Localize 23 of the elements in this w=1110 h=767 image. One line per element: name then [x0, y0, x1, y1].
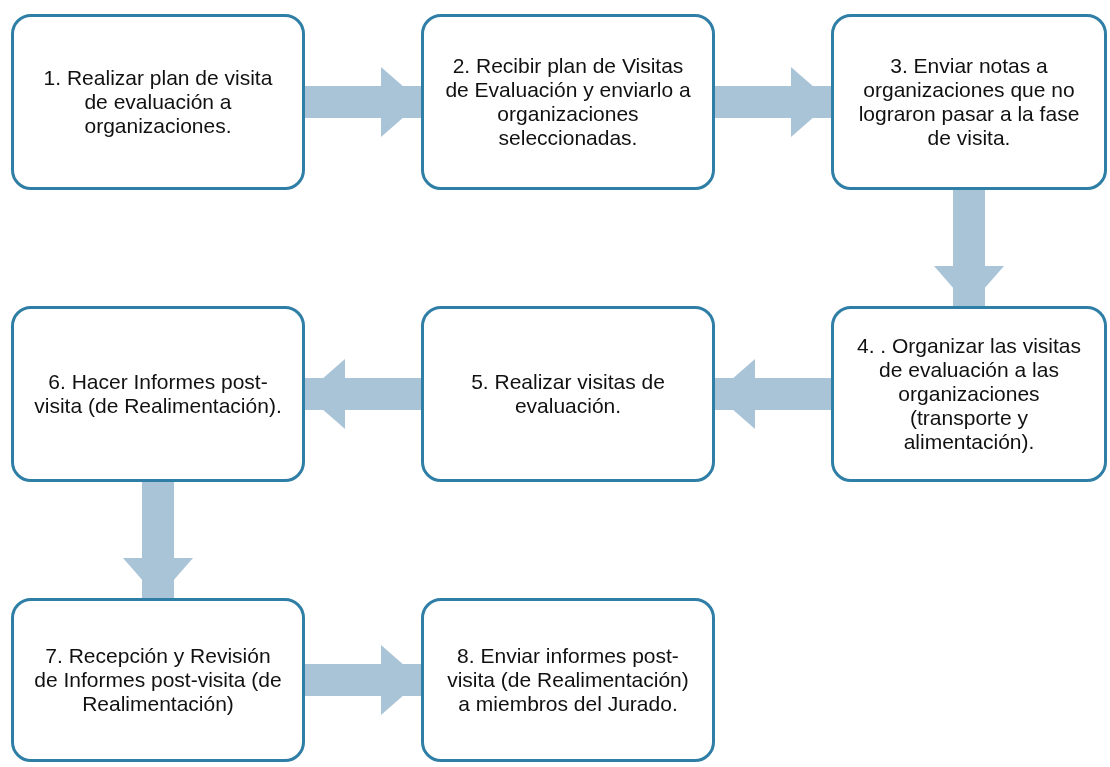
process-box: [831, 306, 1107, 482]
process-box: [11, 598, 305, 762]
block-arrow: [305, 645, 421, 715]
block-arrow: [934, 190, 1004, 306]
process-box: [421, 598, 715, 762]
step-text: 1. Realizar plan de visita de evaluación a organizaciones.: [42, 65, 274, 139]
step-text: 8. Enviar informes post-visita (de Realimentación) a miembros del Jurado.: [446, 643, 690, 717]
step-text: 7. Recepción y Revisión de Informes post-visita (de Realimentación): [33, 643, 283, 717]
step-text: 2. Recibir plan de Visitas de Evaluación y enviarlo a organizaciones seleccionadas.: [444, 53, 692, 151]
block-arrow: [305, 67, 421, 137]
block-arrow: [305, 359, 421, 429]
step-text: 4. . Organizar las visitas de evaluación a las organizaciones (transporte y alimentación).: [855, 333, 1083, 455]
step-text: 3. Enviar notas a organizaciones que no lograron pasar a la fase de visita.: [857, 53, 1081, 151]
process-box: [11, 14, 305, 190]
block-arrow: [123, 482, 193, 598]
step-text: 6. Hacer Informes post-visita (de Realimentación).: [33, 369, 283, 419]
process-box: [421, 306, 715, 482]
process-box: [421, 14, 715, 190]
block-arrow: [715, 359, 831, 429]
block-arrow: [715, 67, 831, 137]
process-box: [11, 306, 305, 482]
process-box: [831, 14, 1107, 190]
step-text: 5. Realizar visitas de evaluación.: [470, 369, 666, 419]
